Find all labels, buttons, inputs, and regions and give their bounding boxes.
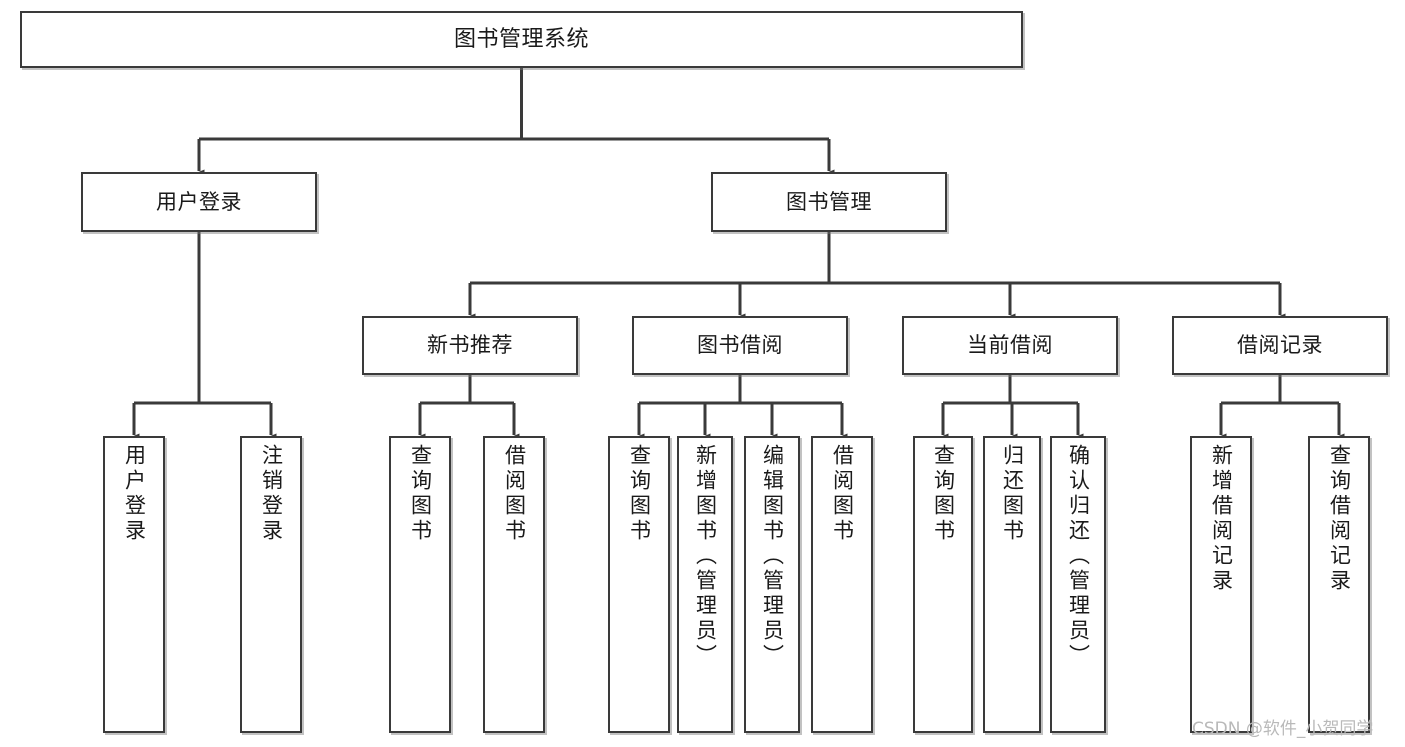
node-leaf-confirm-return-label: 确认归还（管理员） — [1066, 444, 1091, 669]
node-new-book-rec-label: 新书推荐 — [427, 333, 513, 358]
node-leaf-confirm-return[interactable]: 确认归还（管理员） — [1050, 436, 1106, 733]
node-borrow-record-label: 借阅记录 — [1237, 333, 1323, 358]
csdn-watermark: CSDN @软件_小贺同学 — [1192, 719, 1374, 739]
node-leaf-query-record-label: 查询借阅记录 — [1327, 444, 1352, 594]
node-leaf-user-login-label: 用户登录 — [122, 444, 147, 544]
node-new-book-rec[interactable]: 新书推荐 — [362, 316, 578, 375]
node-book-borrow[interactable]: 图书借阅 — [632, 316, 848, 375]
node-root-label: 图书管理系统 — [453, 26, 589, 52]
node-leaf-edit-book[interactable]: 编辑图书（管理员） — [744, 436, 800, 733]
node-current-borrow[interactable]: 当前借阅 — [902, 316, 1118, 375]
node-leaf-query-book-2-label: 查询图书 — [627, 444, 652, 544]
node-leaf-logout[interactable]: 注销登录 — [240, 436, 302, 733]
node-leaf-borrow-book-1-label: 借阅图书 — [502, 444, 527, 544]
node-book-borrow-label: 图书借阅 — [697, 333, 783, 358]
node-leaf-query-book-1[interactable]: 查询图书 — [389, 436, 451, 733]
node-leaf-borrow-book-2[interactable]: 借阅图书 — [811, 436, 873, 733]
node-book-manage[interactable]: 图书管理 — [711, 172, 947, 232]
node-leaf-query-book-2[interactable]: 查询图书 — [608, 436, 670, 733]
node-borrow-record[interactable]: 借阅记录 — [1172, 316, 1388, 375]
node-leaf-query-book-3-label: 查询图书 — [931, 444, 956, 544]
node-leaf-user-login[interactable]: 用户登录 — [103, 436, 165, 733]
node-leaf-add-book-label: 新增图书（管理员） — [693, 444, 718, 669]
node-leaf-add-book[interactable]: 新增图书（管理员） — [677, 436, 733, 733]
node-leaf-query-record[interactable]: 查询借阅记录 — [1308, 436, 1370, 733]
node-leaf-query-book-1-label: 查询图书 — [408, 444, 433, 544]
node-leaf-return-book-label: 归还图书 — [1000, 444, 1025, 544]
node-book-manage-label: 图书管理 — [786, 189, 872, 214]
node-leaf-add-record-label: 新增借阅记录 — [1209, 444, 1234, 594]
node-user-login[interactable]: 用户登录 — [81, 172, 317, 232]
node-leaf-add-record[interactable]: 新增借阅记录 — [1190, 436, 1252, 733]
node-user-login-label: 用户登录 — [156, 189, 242, 214]
node-root[interactable]: 图书管理系统 — [20, 11, 1023, 68]
node-leaf-return-book[interactable]: 归还图书 — [983, 436, 1041, 733]
node-leaf-borrow-book-2-label: 借阅图书 — [830, 444, 855, 544]
node-leaf-query-book-3[interactable]: 查询图书 — [913, 436, 973, 733]
node-leaf-logout-label: 注销登录 — [259, 444, 284, 544]
node-leaf-edit-book-label: 编辑图书（管理员） — [760, 444, 785, 669]
node-current-borrow-label: 当前借阅 — [967, 333, 1053, 358]
node-leaf-borrow-book-1[interactable]: 借阅图书 — [483, 436, 545, 733]
